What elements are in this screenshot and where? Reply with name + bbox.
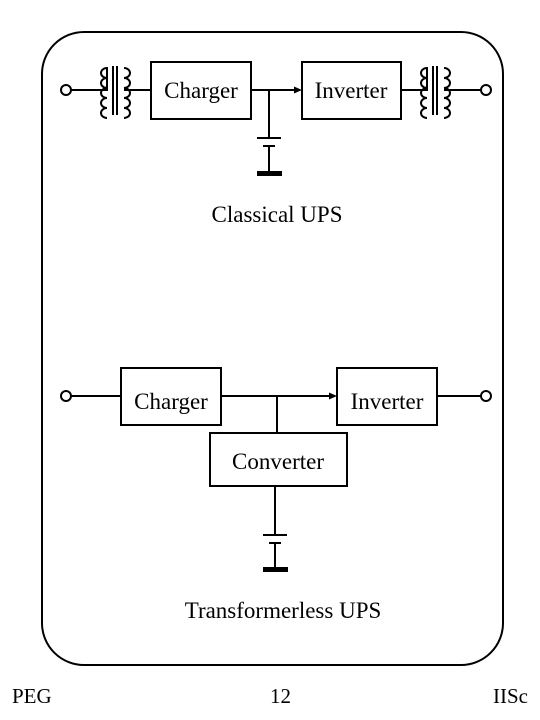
classical-ups-caption: Classical UPS [212,202,343,227]
classical-battery-icon [257,90,282,176]
footer-right-label: IISc [493,684,528,708]
footer-left-label: PEG [12,684,52,708]
transformerless-output-terminal [480,390,492,402]
classical-input-terminal [60,84,72,96]
classical-input-transformer-icon [99,66,151,119]
transformerless-ups-caption: Transformerless UPS [185,598,382,623]
classical-output-terminal [480,84,492,96]
slide-frame [41,31,504,666]
classical-charger-label: Charger [164,78,238,103]
converter-label: Converter [232,449,324,474]
transformerless-charger-label: Charger [134,389,208,414]
transformerless-arrow-icon [329,392,337,400]
footer-page-number: 12 [270,684,291,708]
transformerless-inverter-box [336,367,438,426]
transformerless-input-terminal [60,390,72,402]
converter-box [209,432,348,487]
classical-arrow-icon [294,86,302,94]
transformerless-inverter-label: Inverter [351,389,424,414]
classical-inverter-box [301,61,402,120]
classical-ups-diagram: Charger Inverter Classical UPS [60,61,492,227]
classical-charger-box [150,61,252,120]
classical-output-transformer-icon [401,66,481,119]
transformerless-ups-diagram: Charger Inverter Converter Transformerle… [60,367,492,623]
transformerless-battery-icon [263,486,288,572]
classical-inverter-label: Inverter [315,78,388,103]
